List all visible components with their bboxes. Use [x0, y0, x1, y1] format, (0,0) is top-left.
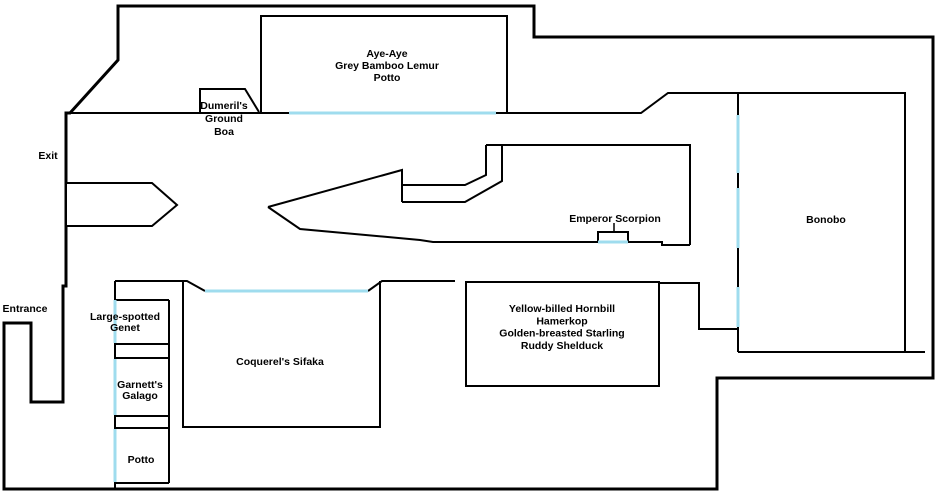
label-potto-line-0: Potto [128, 454, 155, 466]
label-garnetts-galago-line-1: Galago [122, 390, 158, 402]
sifaka-top-west [115, 280, 206, 292]
label-emperor-scorpion: Emperor Scorpion [569, 213, 661, 225]
hornbill-room [465, 281, 660, 387]
label-exit-line-0: Exit [38, 150, 58, 162]
scorpion-display-box [597, 231, 629, 242]
east-corridor-wall [659, 282, 738, 330]
label-aye-aye-exhibit-line-2: Potto [374, 72, 401, 84]
label-bonobo-line-0: Bonobo [806, 214, 846, 226]
corridor-wall-east [496, 92, 738, 114]
label-aye-aye-exhibit-line-1: Grey Bamboo Lemur [335, 60, 439, 72]
label-coquerels-sifaka: Coquerel's Sifaka [236, 356, 324, 368]
label-bird-room-line-1: Hamerkop [536, 315, 587, 327]
label-garnetts-galago-line-0: Garnett's [117, 379, 163, 391]
label-coquerels-sifaka-line-0: Coquerel's Sifaka [236, 356, 324, 368]
label-exit: Exit [38, 150, 58, 162]
label-bonobo: Bonobo [806, 214, 846, 226]
label-large-spotted-genet-line-1: Genet [110, 322, 140, 334]
label-aye-aye-exhibit-line-0: Aye-Aye [366, 48, 407, 60]
sifaka-top-east [367, 280, 455, 292]
label-dumerils-ground-boa-line-0: Dumeril's [200, 100, 248, 112]
ramp-inner-wall [402, 145, 487, 186]
island-bottom-east [628, 241, 690, 246]
aye-aye-room [260, 15, 508, 113]
bonobo-room-top-right [738, 92, 906, 352]
label-dumerils-ground-boa-line-2: Boa [214, 126, 234, 138]
label-potto: Potto [128, 454, 155, 466]
label-entrance: Entrance [3, 303, 48, 315]
ramp-outer-wall [402, 145, 503, 203]
dumerils-pen [199, 88, 260, 113]
label-bird-room-line-2: Golden-breasted Starling [499, 328, 624, 340]
label-entrance-line-0: Entrance [3, 303, 48, 315]
label-emperor-scorpion-line-0: Emperor Scorpion [569, 213, 661, 225]
exit-arrow [65, 182, 179, 227]
sifaka-room [182, 281, 381, 428]
label-bird-room-line-0: Yellow-billed Hornbill [509, 303, 615, 315]
island-top [267, 168, 403, 208]
scorpion-room [486, 144, 691, 245]
label-dumerils-ground-boa-line-1: Ground [205, 113, 243, 125]
label-large-spotted-genet-line-0: Large-spotted [90, 311, 160, 323]
label-bird-room-line-3: Ruddy Shelduck [521, 340, 603, 352]
island-bottom-west [267, 206, 598, 243]
